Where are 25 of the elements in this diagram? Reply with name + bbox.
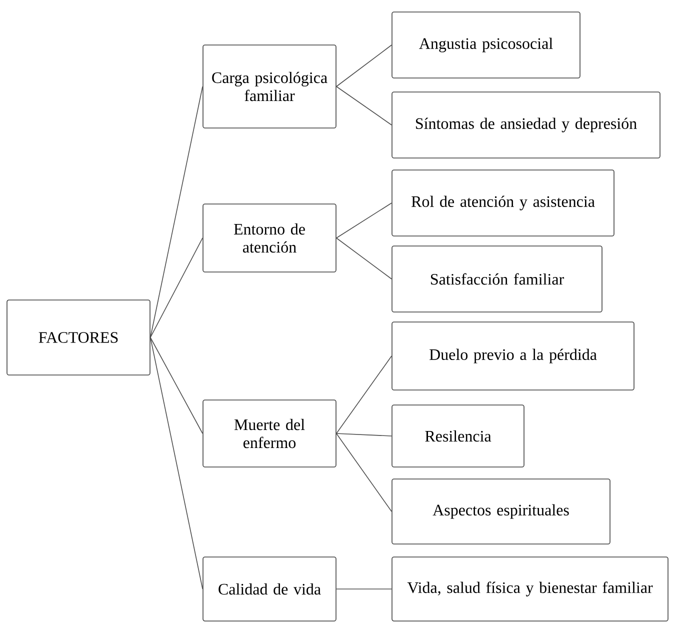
connector-line — [336, 588, 392, 590]
category-box: Carga psicológica familiar — [202, 44, 336, 128]
factor-box: Satisfacción familiar — [392, 246, 602, 312]
factor-box: Duelo previo a la pérdida — [392, 322, 634, 390]
factor-box: Rol de atención y asistencia — [392, 170, 614, 236]
factor-box: Vida, salud física y bienestar familiar — [392, 556, 668, 622]
root-box: FACTORES — [6, 300, 150, 376]
connector-line — [150, 337, 203, 434]
connector-line — [150, 238, 203, 338]
connector-line — [150, 86, 203, 338]
factor-box: Aspectos espirituales — [392, 478, 610, 544]
factor-box: Angustia psicosocial — [392, 12, 580, 78]
connector-line — [336, 86, 392, 126]
category-box: Muerte del enfermo — [202, 400, 336, 468]
connector-line — [336, 202, 392, 238]
connector-line — [336, 433, 392, 512]
category-box: Entorno de atención — [202, 204, 336, 272]
connector-line — [336, 238, 392, 280]
connector-line — [336, 44, 392, 87]
connector-line — [336, 356, 392, 434]
factor-box: Síntomas de ansiedad y depresión — [392, 92, 660, 158]
connector-line — [336, 433, 392, 436]
category-box: Calidad de vida — [202, 556, 336, 622]
factor-box: Resilencia — [392, 404, 524, 468]
connector-line — [150, 337, 203, 590]
